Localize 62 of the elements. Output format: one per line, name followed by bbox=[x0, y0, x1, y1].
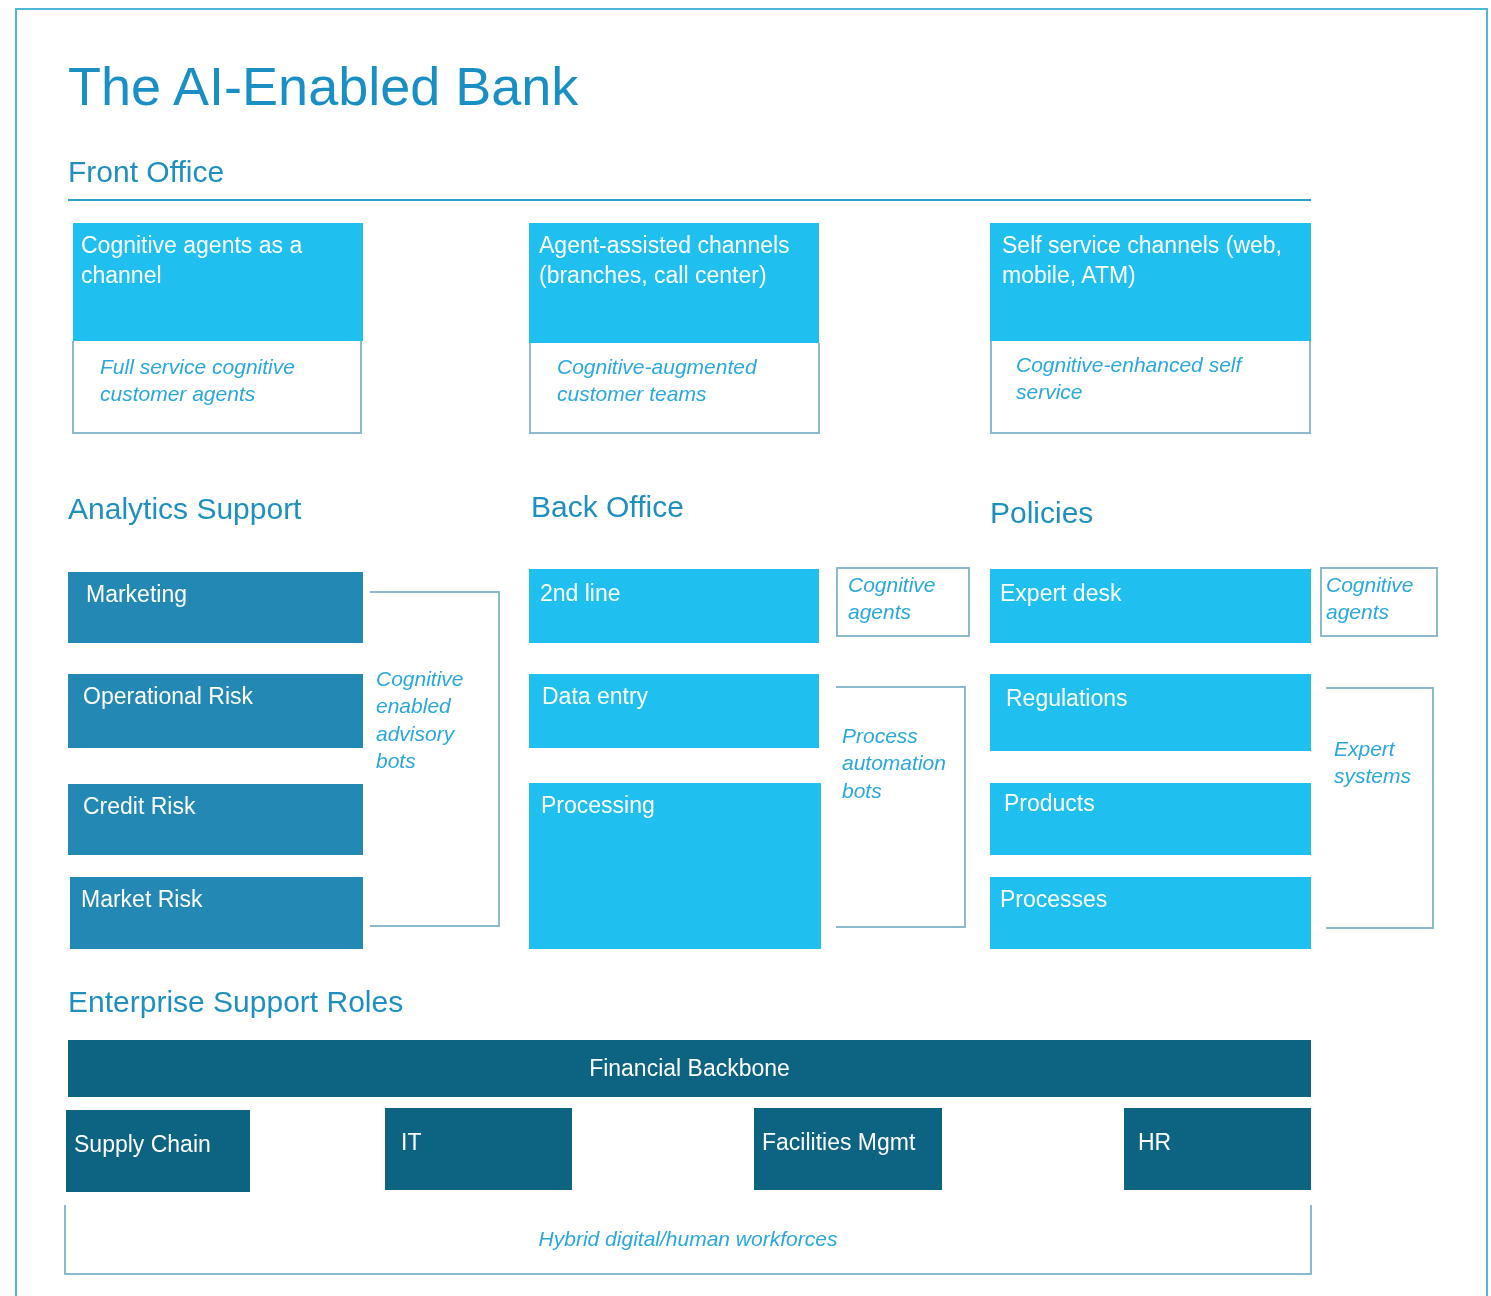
bracket-frame bbox=[370, 591, 500, 927]
bracket-frame bbox=[529, 343, 820, 434]
box-label: HR bbox=[1138, 1128, 1173, 1157]
process-box bbox=[529, 569, 819, 643]
note-text: Process automation bots bbox=[842, 723, 947, 804]
box-label: Expert desk bbox=[1000, 579, 1123, 608]
process-box bbox=[529, 783, 821, 949]
box-label: IT bbox=[401, 1128, 423, 1157]
box-label: Cognitive agents as a channel bbox=[81, 231, 304, 290]
process-box bbox=[990, 674, 1311, 751]
note-text: Hybrid digital/human workforces bbox=[538, 1226, 838, 1253]
note-text: Cognitive agents bbox=[1326, 572, 1415, 626]
box-label: Facilities Mgmt bbox=[762, 1128, 917, 1157]
process-box bbox=[990, 223, 1311, 341]
box-label: Supply Chain bbox=[74, 1130, 212, 1159]
bracket-frame bbox=[990, 341, 1311, 434]
box-label: Agent-assisted channels (branches, call center) bbox=[539, 231, 791, 290]
box-label: Regulations bbox=[1006, 684, 1129, 713]
section-heading: Enterprise Support Roles bbox=[68, 985, 404, 1019]
box-label: Products bbox=[1004, 789, 1096, 818]
process-box bbox=[68, 572, 363, 643]
process-box bbox=[70, 877, 363, 949]
box-label: 2nd line bbox=[540, 579, 622, 608]
process-box bbox=[990, 877, 1311, 949]
box-label: Market Risk bbox=[81, 885, 204, 914]
box-label: Processes bbox=[1000, 885, 1109, 914]
box-label: Processing bbox=[541, 791, 656, 820]
box-label: Financial Backbone bbox=[589, 1053, 790, 1083]
process-box bbox=[68, 674, 363, 748]
box-label: Self service channels (web, mobile, ATM) bbox=[1002, 231, 1283, 290]
process-box bbox=[990, 569, 1311, 643]
box-label: Marketing bbox=[86, 580, 188, 609]
note-text: Cognitive enabled advisory bots bbox=[376, 666, 465, 774]
section-heading: Policies bbox=[990, 496, 1094, 530]
box-label: Credit Risk bbox=[83, 792, 197, 821]
section-heading: Front Office bbox=[68, 155, 225, 189]
title: The AI-Enabled Bank bbox=[68, 55, 579, 117]
bracket-frame bbox=[72, 341, 362, 434]
note-text: Cognitive agents bbox=[848, 572, 937, 626]
bracket-frame bbox=[64, 1205, 1312, 1275]
section-heading: Back Office bbox=[531, 490, 684, 524]
box-label: Operational Risk bbox=[83, 682, 255, 711]
process-box bbox=[385, 1108, 572, 1190]
note-text: Cognitive-augmented customer teams bbox=[557, 354, 758, 408]
bracket-frame bbox=[1320, 567, 1438, 637]
box-label: Data entry bbox=[542, 682, 650, 711]
process-box bbox=[68, 1040, 1311, 1097]
section-heading: Analytics Support bbox=[68, 492, 302, 526]
bracket-frame bbox=[836, 567, 970, 637]
bracket-frame bbox=[1326, 687, 1434, 929]
process-box bbox=[754, 1108, 942, 1190]
note-text: Cognitive-enhanced self service bbox=[1016, 352, 1244, 406]
note-text: Full service cognitive customer agents bbox=[100, 354, 296, 408]
process-box bbox=[73, 223, 363, 341]
process-box bbox=[68, 784, 363, 855]
process-box bbox=[529, 223, 819, 343]
process-box bbox=[529, 674, 819, 748]
process-box bbox=[990, 783, 1311, 855]
process-box bbox=[1124, 1108, 1311, 1190]
process-box bbox=[66, 1110, 250, 1192]
bracket-frame bbox=[836, 686, 966, 928]
note-text: Expert systems bbox=[1334, 736, 1412, 790]
